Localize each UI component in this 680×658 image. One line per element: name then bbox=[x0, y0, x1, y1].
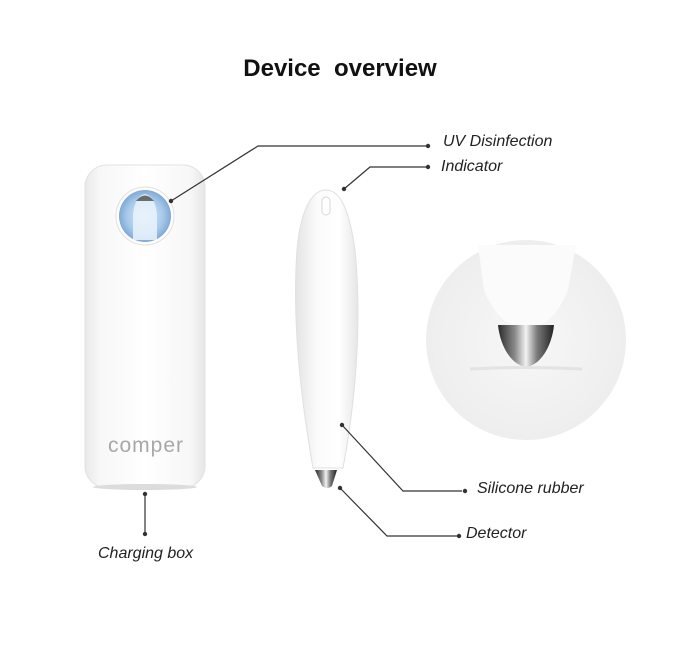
brand-logo: comper bbox=[108, 434, 185, 457]
pen-device bbox=[295, 189, 359, 488]
pen-indicator-slot bbox=[321, 196, 331, 216]
leader-dots bbox=[142, 143, 468, 539]
pen-detector-tip bbox=[315, 470, 337, 488]
charging-box bbox=[84, 164, 206, 490]
uv-disinfection-label: UV Disinfection bbox=[443, 133, 553, 150]
page-title: Device overview bbox=[243, 55, 437, 82]
indicator-label: Indicator bbox=[441, 158, 503, 175]
charging-box-label: Charging box bbox=[98, 545, 194, 562]
silicone-rubber-label: Silicone rubber bbox=[477, 480, 584, 497]
leader-lines bbox=[144, 145, 462, 537]
detector-label: Detector bbox=[466, 525, 527, 542]
zoom-detail bbox=[426, 240, 626, 440]
